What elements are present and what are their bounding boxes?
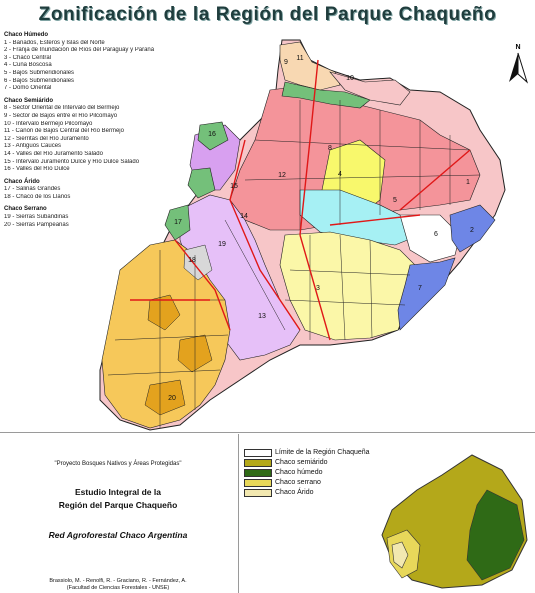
legend-group-title: Chaco Húmedo bbox=[4, 32, 49, 38]
zone-6 bbox=[399, 214, 461, 263]
zone-label-13: 13 bbox=[258, 313, 266, 320]
north-label: N bbox=[515, 44, 521, 51]
authors-line1: Brassiolo, M. - Renolfi, R. - Graciano, … bbox=[49, 578, 187, 584]
zone-green-west-3 bbox=[164, 204, 191, 241]
zone-boundary-lines bbox=[130, 59, 471, 341]
legend-item: 19 - Sierras Subandinas bbox=[4, 214, 69, 221]
zone-orange-dark-3 bbox=[144, 379, 186, 416]
zone-label-6: 6 bbox=[434, 231, 438, 238]
zone-label-16: 16 bbox=[208, 131, 216, 138]
vertical-divider bbox=[238, 434, 239, 593]
study-title: Estudio Integral de la Región del Parque… bbox=[0, 486, 236, 512]
authors-line2: (Facultad de Ciencias Forestales - UNSE) bbox=[66, 584, 170, 591]
legend-group-title: Chaco Serrano bbox=[4, 206, 47, 213]
zone-label-15: 15 bbox=[230, 183, 238, 190]
authors: Brassiolo, M. - Renolfi, R. - Graciano, … bbox=[0, 578, 236, 591]
project-name: "Proyecto Bosques Nativos y Áreas Proteg… bbox=[54, 461, 182, 467]
legend-item: 14 - Valles del Río Juramento Salado bbox=[4, 150, 103, 157]
zone-label-19: 19 bbox=[218, 241, 226, 248]
legend-item: 13 - Antiguos Cauces bbox=[4, 143, 62, 150]
zone-label-2: 2 bbox=[470, 227, 474, 234]
zone-blue-7 bbox=[397, 257, 456, 331]
legend-group-title: Chaco Semiárido bbox=[4, 97, 54, 104]
network-name: Red Agroforestal Chaco Argentina bbox=[48, 530, 188, 540]
zone-label-20: 20 bbox=[168, 395, 176, 402]
legend-item: 16 - Valles del Río Dulce bbox=[4, 166, 70, 173]
zone-label-14: 14 bbox=[240, 213, 248, 220]
zone-label-4: 4 bbox=[338, 171, 342, 178]
zone-label-12: 12 bbox=[278, 172, 286, 179]
legend-item: 9 - Sector de Bajos entre el Río Pilcoma… bbox=[4, 112, 118, 119]
legend-item: 1 - Bañados, Esteros y Islas del Norte bbox=[4, 39, 105, 46]
zone-blue-2 bbox=[449, 204, 496, 253]
zone-label-5: 5 bbox=[393, 197, 397, 204]
legend-swatch bbox=[244, 479, 272, 487]
legend-label: Chaco semiárido bbox=[275, 459, 328, 466]
zone-label-7: 7 bbox=[418, 285, 422, 292]
zone-peach bbox=[279, 41, 341, 91]
zone-legend: Chaco Húmedo 1 - Bañados, Esteros y Isla… bbox=[4, 30, 174, 229]
legend-item: 3 - Chaco Central bbox=[4, 54, 52, 61]
legend-label: Chaco Árido bbox=[275, 489, 314, 496]
legend-item: 10 - Intervalo Bermejo Pilcomayo bbox=[4, 120, 93, 127]
legend-item: 6 - Bajos Submeridionales bbox=[4, 77, 75, 84]
legend-item: 2 - Franja de Inundación de Ríos del Par… bbox=[4, 47, 155, 54]
zone-orange-dark-1 bbox=[147, 294, 181, 331]
legend-item: 18 - Chaco de los Llanos bbox=[4, 193, 71, 200]
north-arrow: N bbox=[505, 44, 531, 84]
zone-grey bbox=[183, 244, 213, 281]
credits-panel: "Proyecto Bosques Nativos y Áreas Proteg… bbox=[0, 436, 236, 593]
legend-item: 11 - Cañón de Bajos Central del Río Berm… bbox=[4, 128, 124, 135]
zone-green bbox=[281, 81, 371, 109]
zone-label-10: 10 bbox=[346, 75, 354, 82]
legend-item: 4 - Cuña Boscosa bbox=[4, 62, 52, 69]
legend-item: 5 - Bajos Submeridionales bbox=[4, 69, 75, 76]
region-legend-item: Chaco serrano bbox=[244, 478, 370, 488]
zone-label-3: 3 bbox=[316, 285, 320, 292]
zone-green-west-2 bbox=[187, 167, 216, 199]
region-legend-item: Chaco húmedo bbox=[244, 468, 370, 478]
legend-swatch bbox=[244, 449, 272, 457]
legend-label: Chaco húmedo bbox=[275, 469, 323, 476]
region-legend-item: Chaco Árido bbox=[244, 488, 370, 498]
zone-label-17: 17 bbox=[174, 219, 182, 226]
region-legend: Límite de la Región Chaqueña Chaco semiá… bbox=[244, 448, 370, 498]
region-legend-item: Chaco semiárido bbox=[244, 458, 370, 468]
legend-item: 15 - Intervalo Juramento Dulce y Río Dul… bbox=[4, 158, 140, 165]
zone-10 bbox=[329, 71, 411, 106]
map-title: Zonificación de la Región del Parque Cha… bbox=[38, 4, 497, 25]
legend-swatch bbox=[244, 489, 272, 497]
study-title-line2: Región del Parque Chaqueño bbox=[58, 500, 178, 510]
legend-item: 8 - Sector Oriental de Intervalo del Ber… bbox=[4, 105, 120, 112]
legend-group-title: Chaco Árido bbox=[4, 178, 40, 185]
legend-item: 17 - Salinas Grandes bbox=[4, 186, 61, 193]
study-title-line1: Estudio Integral de la bbox=[75, 487, 161, 497]
legend-item: 7 - Domo Oriental bbox=[4, 85, 52, 92]
zone-label-11: 11 bbox=[296, 55, 303, 62]
legend-item: 20 - Sierras Pampeanas bbox=[4, 221, 69, 228]
zonification-map: 1 2 3 4 5 6 7 8 9 10 11 12 13 14 15 16 1… bbox=[99, 39, 506, 431]
zone-label-1: 1 bbox=[466, 179, 470, 186]
department-lines bbox=[107, 100, 481, 428]
horizontal-divider bbox=[0, 432, 535, 433]
argentina-inset-map bbox=[381, 454, 528, 589]
region-legend-item: Límite de la Región Chaqueña bbox=[244, 448, 370, 458]
legend-label: Chaco serrano bbox=[275, 479, 321, 486]
zone-label-8: 8 bbox=[328, 145, 332, 152]
legend-item: 12 - Sierritas del Río Juramento bbox=[4, 135, 89, 142]
zone-green-west-1 bbox=[197, 121, 229, 151]
zone-label-9: 9 bbox=[284, 59, 288, 66]
legend-swatch bbox=[244, 459, 272, 467]
inset-humid bbox=[466, 489, 525, 581]
legend-label: Límite de la Región Chaqueña bbox=[275, 449, 370, 456]
zone-label-18: 18 bbox=[188, 257, 196, 264]
legend-swatch bbox=[244, 469, 272, 477]
inset-arido bbox=[391, 541, 409, 569]
